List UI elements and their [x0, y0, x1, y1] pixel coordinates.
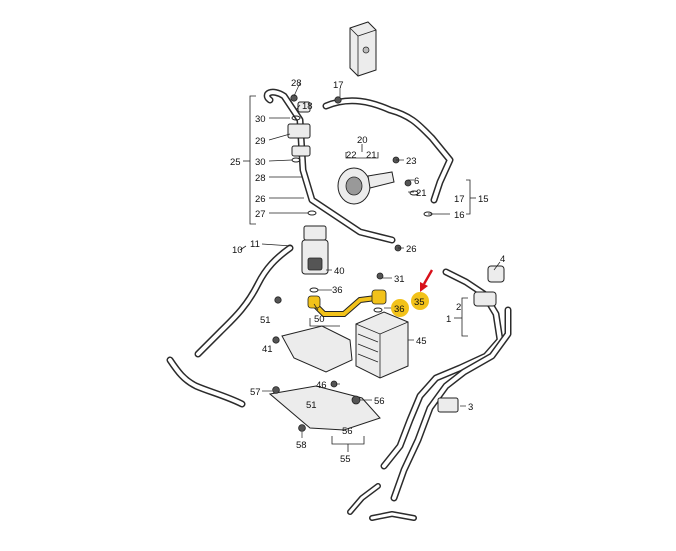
union-fitting-29 [287, 101, 311, 157]
indicator-arrow [420, 269, 434, 292]
bracket-50 [281, 325, 353, 373]
leader-lines [261, 82, 501, 438]
label-56b: 56 [342, 426, 353, 437]
label-6: 6 [414, 176, 419, 187]
label-28b: 28 [255, 173, 266, 184]
label-15: 15 [478, 194, 489, 205]
label-36: 36 [332, 285, 343, 296]
label-26: 26 [255, 194, 266, 205]
label-45: 45 [416, 336, 427, 347]
label-58: 58 [296, 440, 307, 451]
label-2: 2 [456, 302, 461, 313]
label-20: 20 [357, 135, 368, 146]
label-55: 55 [340, 454, 351, 465]
label-16: 16 [454, 210, 465, 221]
label-21b: 21 [416, 188, 427, 199]
oil-cooler-icon [355, 311, 409, 379]
highlight-badge-36 [391, 299, 409, 317]
highlight-badge-35 [411, 292, 429, 310]
label-25: 25 [230, 157, 241, 168]
hose-lower-left [166, 356, 246, 408]
part-labels: 28 17 18 30 29 25 30 28 26 27 20 22 21 2… [230, 78, 505, 465]
oil-filter-housing-icon [301, 225, 329, 275]
label-51b: 51 [306, 400, 317, 411]
label-21: 21 [366, 150, 377, 161]
label-17b: 17 [454, 194, 465, 205]
label-4: 4 [500, 254, 505, 265]
label-41: 41 [262, 344, 273, 355]
label-36b: 36 [394, 304, 405, 315]
label-27: 27 [255, 209, 266, 220]
label-40: 40 [334, 266, 345, 277]
connector-4 [473, 265, 505, 307]
label-22: 22 [346, 150, 357, 161]
label-50: 50 [314, 314, 325, 325]
hose-bottom [347, 483, 417, 521]
label-56: 56 [374, 396, 385, 407]
pipe-right-2 [390, 306, 512, 502]
label-51: 51 [260, 315, 271, 326]
label-11: 11 [250, 239, 260, 250]
label-46: 46 [316, 380, 327, 391]
label-1: 1 [446, 314, 451, 325]
clip-3 [437, 397, 459, 413]
pipe-upper-left [263, 88, 396, 244]
label-30: 30 [255, 114, 266, 125]
pipe-upper-right [322, 97, 454, 204]
vacuum-pump-icon [337, 167, 395, 205]
bolt-icon [272, 94, 412, 432]
hose-10 [194, 244, 294, 358]
label-23: 23 [406, 156, 417, 167]
label-26b: 26 [406, 244, 417, 255]
label-10: 10 [232, 245, 243, 256]
group-braces [239, 95, 476, 452]
label-57: 57 [250, 387, 261, 398]
bracket-51-lower [268, 385, 381, 431]
label-28: 28 [291, 78, 302, 89]
label-18: 18 [302, 101, 313, 112]
label-30b: 30 [255, 157, 266, 168]
label-17: 17 [333, 80, 344, 91]
label-31: 31 [394, 274, 405, 285]
label-29: 29 [255, 136, 266, 147]
highlighted-oil-line-35 [307, 289, 387, 317]
label-35: 35 [414, 297, 425, 308]
label-3: 3 [468, 402, 473, 413]
expansion-valve-icon [349, 21, 377, 77]
